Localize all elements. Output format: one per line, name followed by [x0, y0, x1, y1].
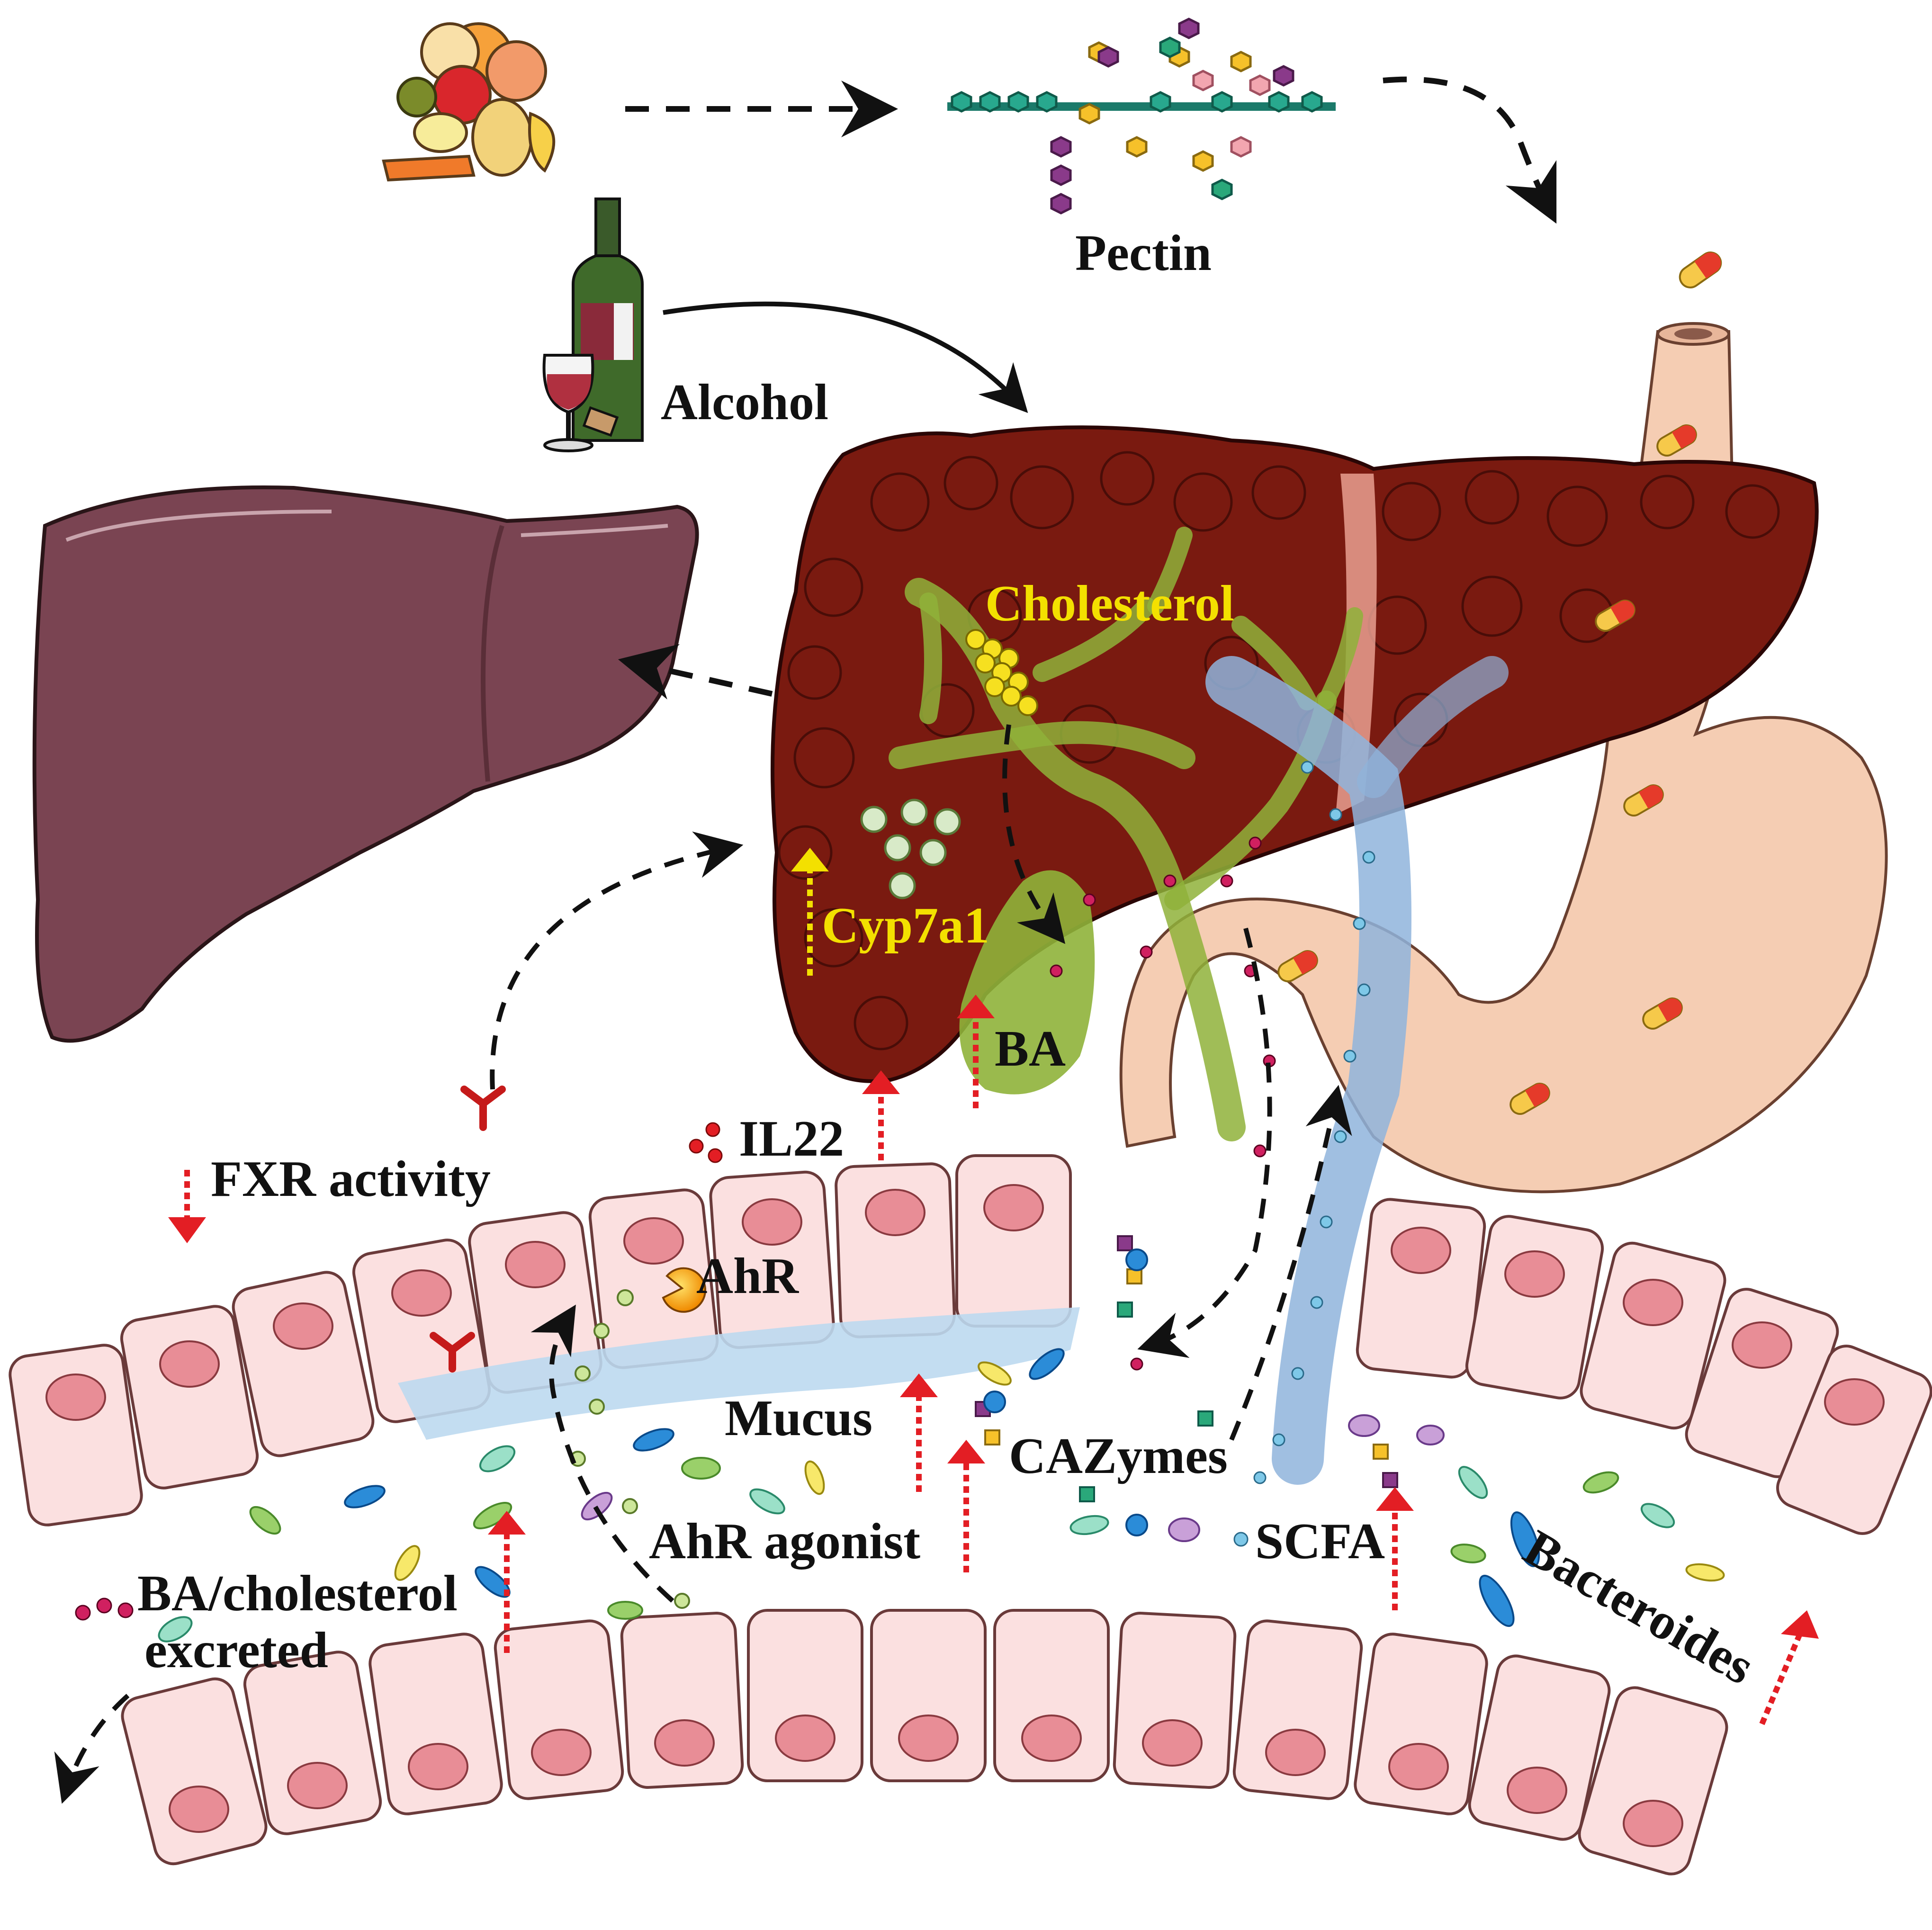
mucus-layer — [398, 1307, 1080, 1440]
ahr-agonist-label: AhR agonist — [649, 1513, 920, 1570]
pectin-label: Pectin — [1075, 225, 1212, 281]
excreted-label-line2: excreted — [144, 1622, 328, 1679]
wine-bottle-icon — [542, 197, 644, 452]
healthy-liver — [32, 485, 699, 1043]
excreted-label-line1: BA/cholesterol — [137, 1565, 458, 1622]
ba-label: BA — [995, 1021, 1066, 1077]
capsule-icon — [1277, 424, 1697, 1115]
receptor-icon — [430, 1086, 506, 1373]
intestinal-epithelium-upper — [9, 1154, 1932, 1535]
ahr-label: AhR — [696, 1248, 799, 1304]
cholesterol-label: Cholesterol — [985, 575, 1234, 632]
pectin-molecule-icon — [975, 1235, 1398, 1536]
scfa-dots — [1253, 761, 1375, 1484]
scfa-dot — [1233, 1532, 1249, 1547]
scfa-label: SCFA — [1255, 1513, 1385, 1570]
capsule-icon — [1679, 251, 1722, 288]
pectin-molecule-icon — [947, 18, 1336, 215]
mucus-label: Mucus — [725, 1390, 872, 1446]
il22-label: IL22 — [739, 1111, 844, 1167]
bile-acid-dots — [75, 1598, 134, 1621]
cyp7a1-label: Cyp7a1 — [822, 898, 989, 954]
cholesterol-icon — [965, 629, 1038, 716]
cazymes-label: CAZymes — [1009, 1428, 1228, 1484]
bacteria-icon — [158, 1348, 1725, 1643]
fruit-vegetable-icon — [382, 22, 556, 182]
lipid-droplets — [860, 799, 961, 899]
il22-dots — [689, 1122, 723, 1163]
intestinal-epithelium-lower — [121, 1609, 1728, 1876]
ahr-receptor-icon — [617, 1267, 707, 1313]
fxr-label: FXR activity — [211, 1151, 491, 1207]
alcohol-label: Alcohol — [661, 374, 828, 431]
